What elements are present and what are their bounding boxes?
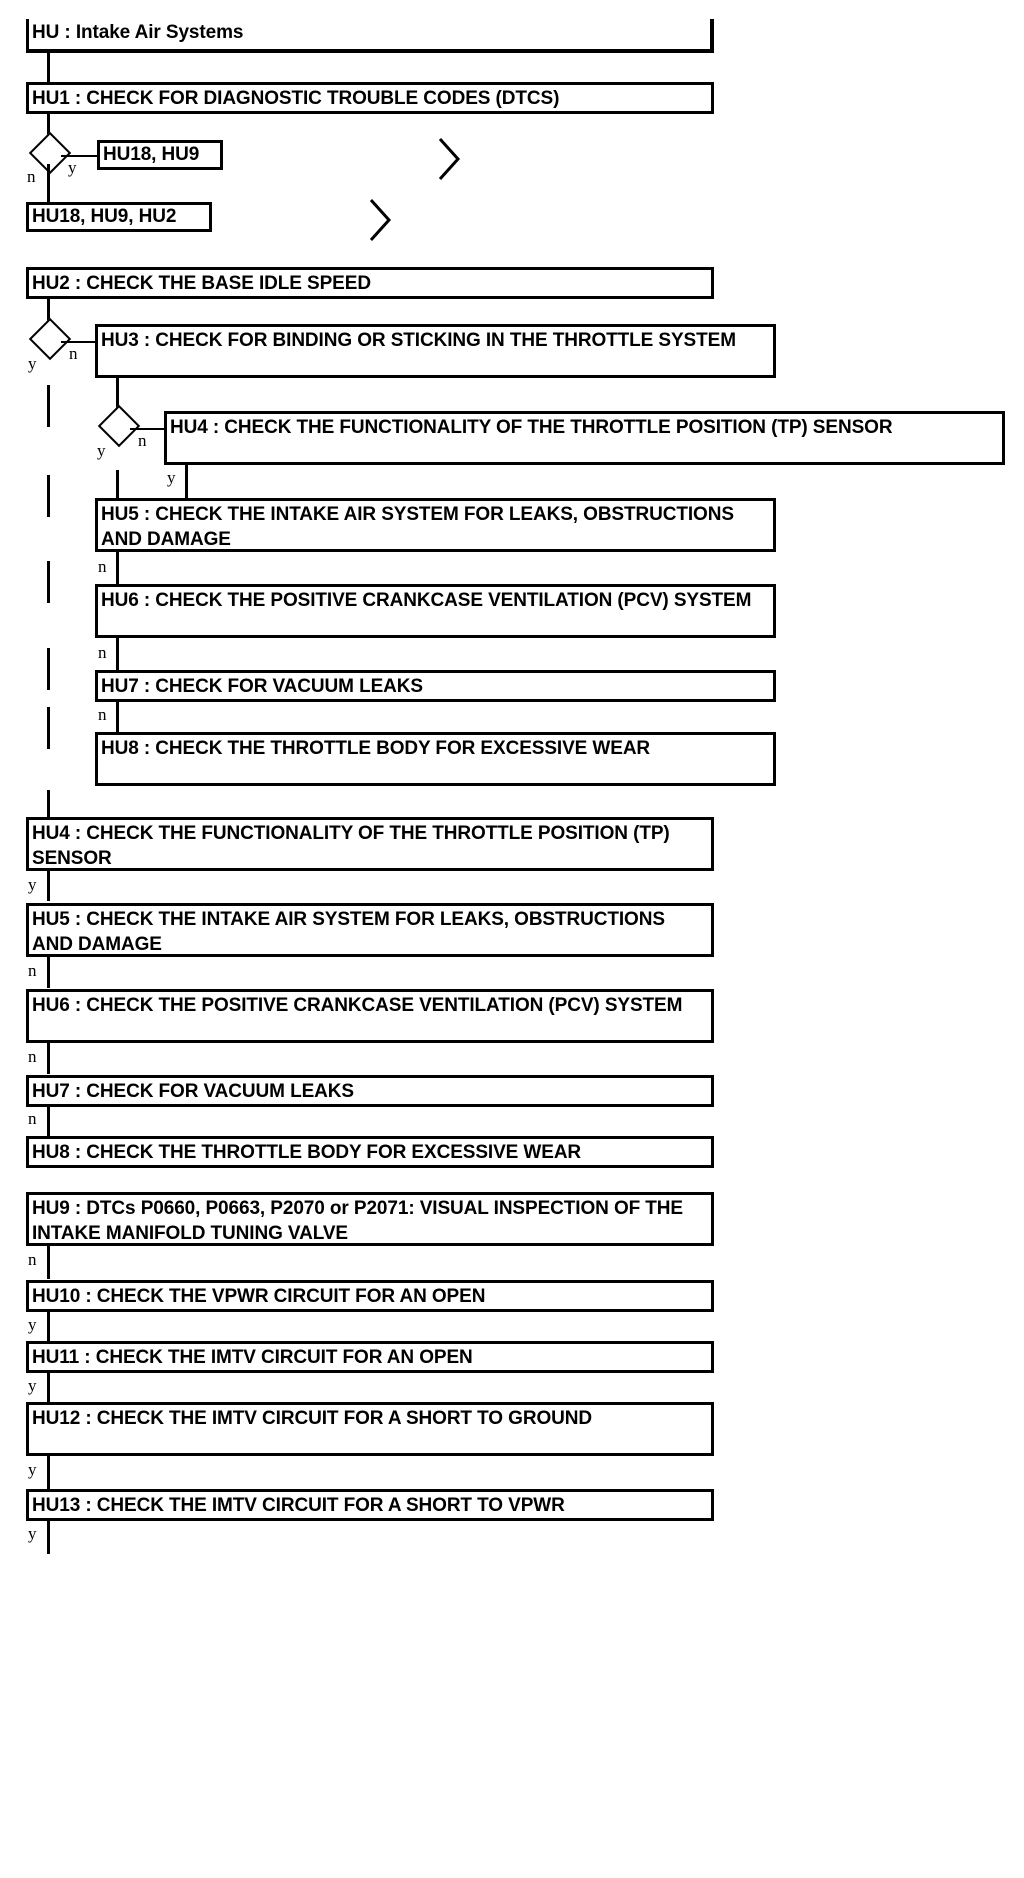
edge-label-decision3-no: n	[138, 431, 147, 450]
edge-label-decision2-yes: y	[28, 354, 37, 373]
spine-decision2-yes-seg4	[47, 648, 50, 690]
edge-label-hu5main-no: n	[28, 961, 37, 980]
step-box-hu11[interactable]: HU11 : CHECK THE IMTV CIRCUIT FOR AN OPE…	[26, 1341, 714, 1373]
edge-label-decision2-no: n	[69, 344, 78, 363]
step-box-hu8-nested[interactable]: HU8 : CHECK THE THROTTLE BODY FOR EXCESS…	[95, 732, 776, 786]
edge-label-decision1-no: n	[27, 167, 36, 186]
spine-decision2-yes-seg2	[47, 475, 50, 517]
edge-label-hu6main-no: n	[28, 1047, 37, 1066]
spine-decision3-yes-seg1	[116, 470, 119, 498]
connector-decision3-no	[130, 428, 165, 430]
spine-decision2-yes-seg5	[47, 707, 50, 749]
edge-label-hu6nested-no: n	[98, 643, 107, 662]
edge-label-decision1-yes: y	[68, 158, 77, 177]
connector-hu12-yes	[47, 1456, 50, 1489]
header-right-stub	[710, 19, 714, 49]
connector-hu4main-yes	[47, 871, 50, 901]
connector-hu1-to-decision1	[47, 114, 50, 138]
step-box-hu8-main[interactable]: HU8 : CHECK THE THROTTLE BODY FOR EXCESS…	[26, 1136, 714, 1168]
step-box-hu2[interactable]: HU2 : CHECK THE BASE IDLE SPEED	[26, 267, 714, 299]
connector-decision1-no-down	[47, 164, 50, 202]
connector-hu4nested-yes	[185, 465, 188, 498]
connector-hu7nested-no	[116, 702, 119, 732]
step-box-hu5-nested[interactable]: HU5 : CHECK THE INTAKE AIR SYSTEM FOR LE…	[95, 498, 776, 552]
step-box-hu7-main[interactable]: HU7 : CHECK FOR VACUUM LEAKS	[26, 1075, 714, 1107]
reference-box-hu18-hu9[interactable]: HU18, HU9	[97, 140, 223, 170]
step-box-hu3[interactable]: HU3 : CHECK FOR BINDING OR STICKING IN T…	[95, 324, 776, 378]
edge-label-hu4main-yes: y	[28, 875, 37, 894]
connector-hu7main-no	[47, 1107, 50, 1136]
step-box-hu7-nested[interactable]: HU7 : CHECK FOR VACUUM LEAKS	[95, 670, 776, 702]
connector-header-to-hu1	[47, 53, 50, 82]
spine-decision2-yes-seg3	[47, 561, 50, 603]
step-box-hu9[interactable]: HU9 : DTCs P0660, P0663, P2070 or P2071:…	[26, 1192, 714, 1246]
connector-hu3-to-decision3	[116, 378, 119, 414]
spine-decision2-yes-seg1	[47, 385, 50, 427]
spine-decision2-yes-seg6	[47, 790, 50, 820]
step-box-hu12[interactable]: HU12 : CHECK THE IMTV CIRCUIT FOR A SHOR…	[26, 1402, 714, 1456]
offpage-chevron-icon-2	[368, 197, 394, 243]
edge-label-decision3-yes: y	[97, 441, 106, 460]
connector-hu9-no	[47, 1246, 50, 1279]
connector-hu13-yes	[47, 1521, 50, 1554]
connector-hu2-to-decision2	[47, 299, 50, 324]
edge-label-hu4nested-yes: y	[167, 468, 176, 487]
step-box-hu10[interactable]: HU10 : CHECK THE VPWR CIRCUIT FOR AN OPE…	[26, 1280, 714, 1312]
edge-label-hu5nested-no: n	[98, 557, 107, 576]
diagram-header-bar: HU : Intake Air Systems	[26, 19, 714, 53]
step-box-hu5-main[interactable]: HU5 : CHECK THE INTAKE AIR SYSTEM FOR LE…	[26, 903, 714, 957]
edge-label-hu10-yes: y	[28, 1315, 37, 1334]
step-box-hu13[interactable]: HU13 : CHECK THE IMTV CIRCUIT FOR A SHOR…	[26, 1489, 714, 1521]
connector-decision1-yes	[61, 155, 99, 157]
connector-hu6nested-no	[116, 638, 119, 670]
connector-hu5main-no	[47, 957, 50, 988]
edge-label-hu12-yes: y	[28, 1460, 37, 1479]
edge-label-hu7main-no: n	[28, 1109, 37, 1128]
connector-decision2-no	[61, 341, 96, 343]
edge-label-hu9-no: n	[28, 1250, 37, 1269]
step-box-hu1[interactable]: HU1 : CHECK FOR DIAGNOSTIC TROUBLE CODES…	[26, 82, 714, 114]
connector-hu6main-no	[47, 1043, 50, 1074]
connector-hu5nested-no	[116, 552, 119, 584]
connector-hu10-yes	[47, 1312, 50, 1341]
step-box-hu4-main[interactable]: HU4 : CHECK THE FUNCTIONALITY OF THE THR…	[26, 817, 714, 871]
diagram-title: HU : Intake Air Systems	[32, 22, 244, 43]
step-box-hu6-nested[interactable]: HU6 : CHECK THE POSITIVE CRANKCASE VENTI…	[95, 584, 776, 638]
step-box-hu6-main[interactable]: HU6 : CHECK THE POSITIVE CRANKCASE VENTI…	[26, 989, 714, 1043]
connector-hu11-yes	[47, 1373, 50, 1402]
reference-box-hu18-hu9-hu2[interactable]: HU18, HU9, HU2	[26, 202, 212, 232]
edge-label-hu13-yes: y	[28, 1524, 37, 1543]
edge-label-hu7nested-no: n	[98, 705, 107, 724]
step-box-hu4-nested[interactable]: HU4 : CHECK THE FUNCTIONALITY OF THE THR…	[164, 411, 1005, 465]
edge-label-hu11-yes: y	[28, 1376, 37, 1395]
offpage-chevron-icon-1	[437, 136, 463, 182]
